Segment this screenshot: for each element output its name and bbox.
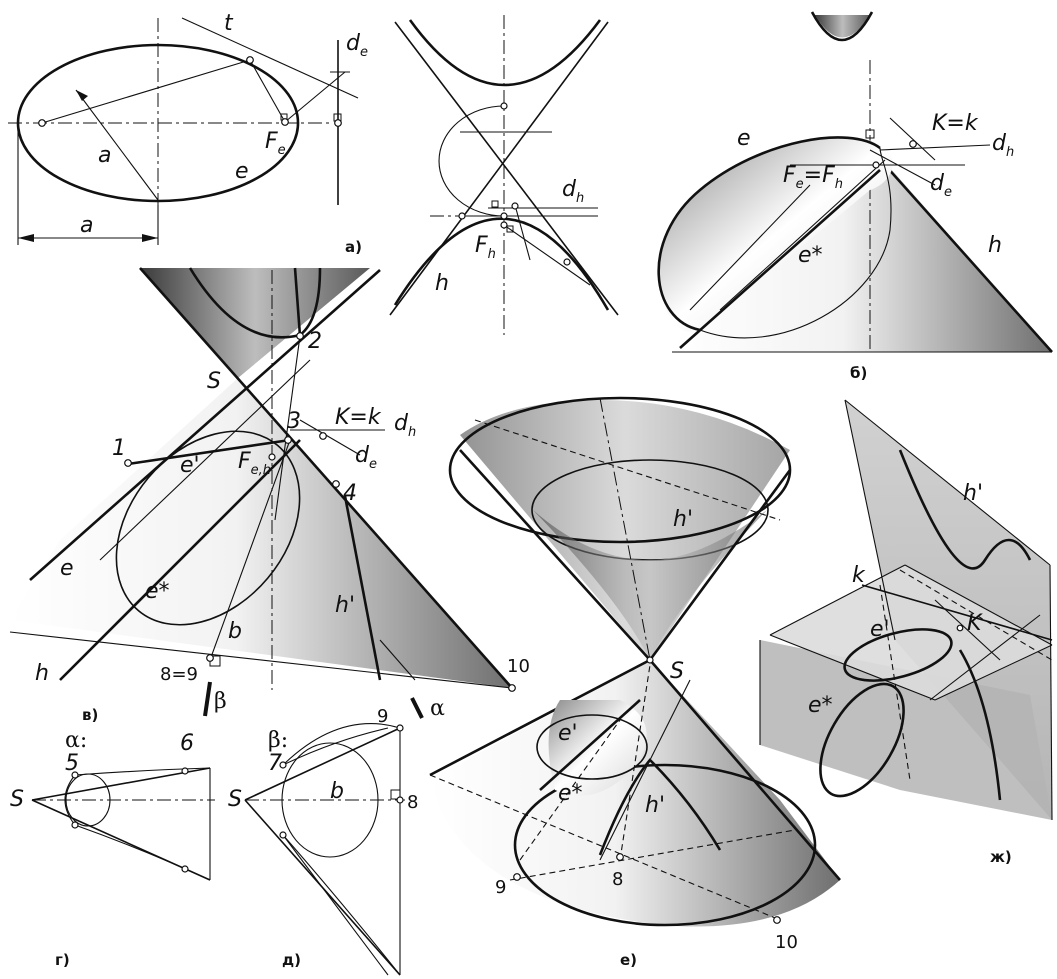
label-b: b	[228, 619, 242, 644]
caption-zh: ж)	[990, 848, 1012, 866]
caption-v: в)	[82, 706, 98, 724]
panel-hyperbola: dh Fh h	[389, 15, 619, 335]
label-8: 8	[612, 869, 623, 890]
label-Fe: Fe	[265, 129, 286, 158]
label-8: 8	[407, 792, 418, 813]
label-h: h	[435, 271, 449, 296]
label-b: b	[330, 779, 344, 804]
label-k: k	[852, 563, 866, 588]
label-Kk: K=k	[335, 405, 382, 430]
label-a-dim: a	[80, 213, 93, 238]
label-S: S	[670, 659, 684, 684]
label-e: e	[235, 159, 249, 184]
label-S: S	[228, 787, 242, 812]
label-4: 4	[343, 481, 357, 506]
label-estar: e*	[145, 579, 170, 604]
label-eprime: e'	[180, 453, 200, 478]
label-hprime-lower: h'	[645, 793, 665, 818]
label-2: 2	[308, 329, 322, 354]
label-K: K	[967, 611, 983, 636]
label-6: 6	[180, 731, 194, 756]
label-Kk: K=k	[932, 111, 979, 136]
label-Feh: Fe,h	[238, 449, 271, 478]
label-de: de	[355, 443, 377, 472]
label-beta: β:	[268, 728, 288, 753]
label-beta: β	[214, 689, 227, 714]
caption-a: а)	[345, 238, 362, 256]
label-8-9: 8=9	[160, 664, 198, 685]
label-eprime: e'	[558, 721, 578, 746]
label-a-radius: a	[98, 143, 111, 168]
label-estar: e*	[558, 781, 583, 806]
panel-v-double-cone: S 2 3 K=k dh 1 e' Fe,h de 4 e e* h' b h …	[9, 267, 530, 724]
label-estar: e*	[808, 693, 833, 718]
label-dh: dh	[562, 177, 584, 206]
label-Fe-Fh: Fe=Fh	[783, 163, 843, 192]
panel-b-cone: e K=k dh Fe=Fh de e* h б)	[657, 11, 1053, 382]
label-9: 9	[495, 877, 506, 898]
label-dh: dh	[394, 411, 416, 440]
label-de: de	[346, 31, 368, 60]
label-hprime: h'	[963, 481, 983, 506]
label-alpha: α	[430, 696, 445, 721]
label-10: 10	[775, 932, 798, 953]
label-hprime: h'	[335, 593, 355, 618]
panel-a-ellipse: t de Fe a e a а)	[8, 11, 368, 256]
label-Fh: Fh	[475, 233, 496, 262]
label-9: 9	[377, 706, 388, 727]
caption-b: б)	[850, 364, 867, 382]
label-t: t	[224, 11, 234, 36]
label-7: 7	[268, 751, 282, 776]
label-alpha: α:	[65, 728, 87, 753]
label-5: 5	[65, 751, 79, 776]
panel-g-section-alpha: α: S 5 6 г)	[10, 728, 215, 969]
label-h: h	[35, 661, 49, 686]
caption-d: д)	[282, 951, 301, 969]
caption-e: е)	[620, 951, 637, 969]
label-de: de	[930, 171, 952, 200]
caption-g: г)	[55, 951, 70, 969]
panel-d-section-beta: β: S 7 b 8 9 д)	[228, 706, 418, 976]
label-3: 3	[287, 409, 301, 434]
panel-e-double-cone-3d: h' S e' e* h' 8 9 10 е)	[429, 396, 841, 969]
label-e: e	[737, 126, 751, 151]
label-10: 10	[507, 656, 530, 677]
label-hprime-upper: h'	[673, 507, 693, 532]
label-e: e	[60, 556, 74, 581]
panel-zh-planes: h' k e' K e* ж)	[759, 399, 1053, 866]
label-eprime: e'	[870, 617, 890, 642]
label-1: 1	[112, 436, 126, 461]
label-S: S	[10, 787, 24, 812]
label-estar: e*	[798, 243, 823, 268]
label-S: S	[207, 369, 221, 394]
label-h: h	[988, 233, 1002, 258]
label-dh: dh	[992, 131, 1014, 160]
